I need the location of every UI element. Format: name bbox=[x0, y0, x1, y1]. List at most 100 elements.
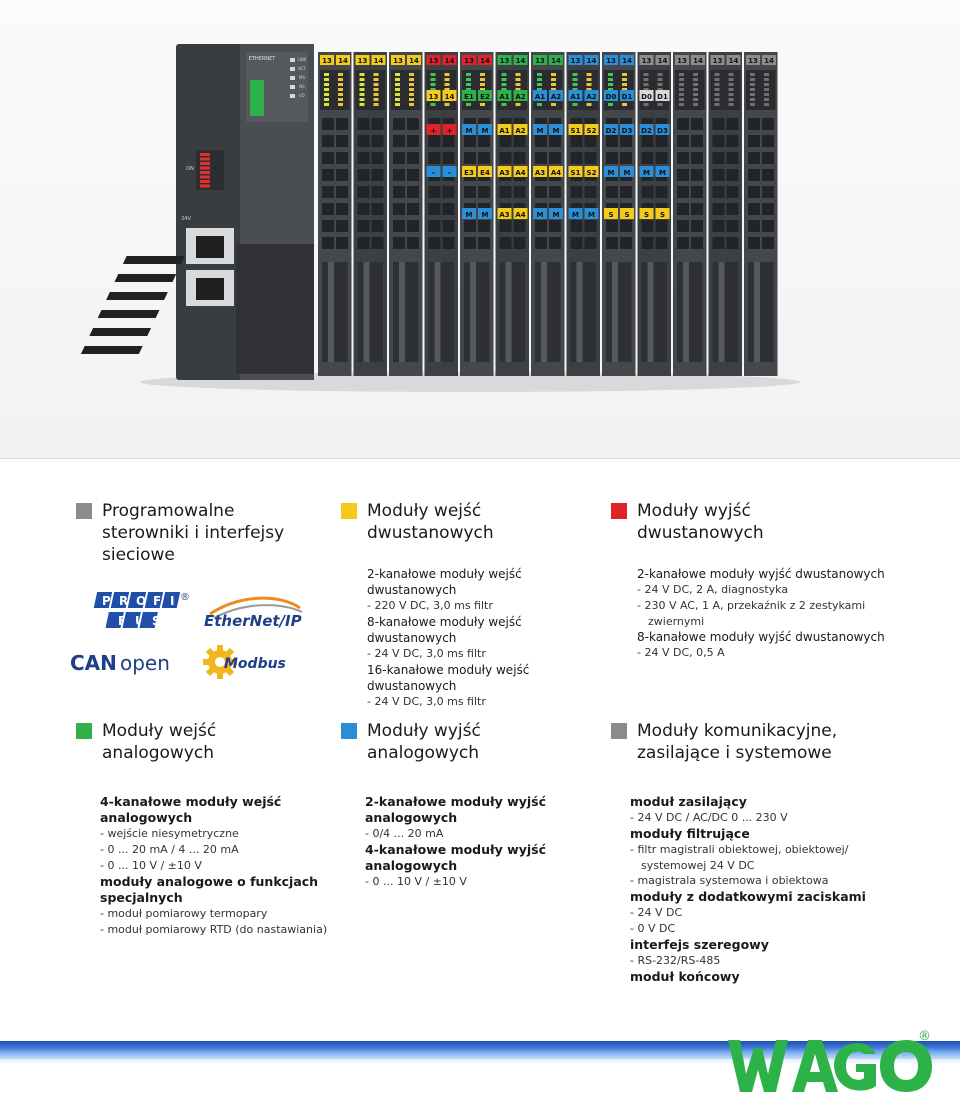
marker-tag bbox=[584, 55, 599, 65]
terminal-opening bbox=[677, 220, 689, 232]
marker-text: 14 bbox=[587, 57, 597, 65]
terminal-opening bbox=[570, 135, 583, 147]
channel-led bbox=[515, 103, 521, 106]
module-lower-body bbox=[499, 262, 525, 362]
terminal-opening bbox=[655, 186, 668, 198]
terminal-opening bbox=[407, 152, 419, 164]
marker-text: 14 bbox=[374, 57, 384, 65]
channel-led bbox=[409, 103, 414, 106]
terminal-opening bbox=[478, 237, 490, 249]
marker-text: 13 bbox=[500, 57, 510, 65]
marker-text: M bbox=[553, 127, 560, 135]
spec-line: - filtr magistrali obiektowej, obiektowe… bbox=[630, 843, 849, 856]
marker-text: M bbox=[537, 211, 544, 219]
marker-tag bbox=[407, 55, 421, 65]
terminal-opening bbox=[606, 186, 618, 198]
marker-tag bbox=[655, 55, 670, 65]
channel-led bbox=[501, 73, 507, 76]
channel-led bbox=[409, 98, 414, 101]
channel-led bbox=[714, 93, 720, 96]
profibus-letter-box bbox=[161, 592, 181, 608]
marker-text: 14 bbox=[445, 93, 455, 101]
marker-text: D2 bbox=[641, 127, 652, 135]
terminal-opening bbox=[442, 135, 455, 147]
marker-tag bbox=[462, 124, 476, 135]
dip-switch-housing bbox=[196, 150, 224, 190]
dip-switch bbox=[200, 166, 210, 170]
channel-led bbox=[338, 98, 343, 101]
channel-led bbox=[537, 78, 542, 81]
terminal-opening bbox=[620, 220, 632, 232]
terminal-opening bbox=[748, 135, 760, 147]
channel-led bbox=[750, 73, 755, 76]
subheading: 16-kanałowe moduły wejść dwustanowych bbox=[367, 663, 530, 693]
terminal-opening bbox=[748, 169, 760, 181]
terminal-opening bbox=[371, 169, 384, 181]
terminal-opening bbox=[712, 169, 725, 181]
terminal-opening bbox=[726, 152, 739, 164]
marker-tag bbox=[655, 208, 670, 219]
terminal-opening bbox=[535, 152, 547, 164]
marker-text: 13 bbox=[464, 57, 474, 65]
marker-text: 13 bbox=[713, 57, 723, 65]
channel-led bbox=[359, 93, 365, 96]
channel-led bbox=[551, 88, 556, 91]
terminal-opening bbox=[442, 237, 455, 249]
marker-text: 14 bbox=[480, 57, 490, 65]
terminal-opening bbox=[584, 135, 597, 147]
terminal-opening bbox=[322, 237, 334, 249]
category-square bbox=[76, 723, 92, 739]
terminal-opening bbox=[513, 237, 526, 249]
subheading: analogowych bbox=[365, 810, 458, 825]
marker-tag bbox=[426, 55, 441, 65]
marker-tag bbox=[462, 166, 476, 177]
channel-led bbox=[324, 93, 329, 96]
module-rib bbox=[612, 262, 618, 362]
marker-tag bbox=[478, 55, 492, 65]
marker-text: 13 bbox=[748, 57, 758, 65]
marker-tag bbox=[604, 55, 618, 65]
terminal-opening bbox=[336, 220, 348, 232]
marker-tag bbox=[584, 90, 599, 101]
terminal-opening bbox=[357, 118, 370, 130]
module-rib bbox=[399, 262, 405, 362]
marker-text: A1 bbox=[499, 127, 509, 135]
channel-led bbox=[693, 93, 698, 96]
subheading: moduły analogowe o funkcjach bbox=[100, 874, 319, 889]
subheading: 2-kanałowe moduły wyjść dwustanowych bbox=[637, 567, 885, 581]
terminal-opening bbox=[726, 118, 739, 130]
marker-tag bbox=[639, 124, 654, 135]
marker-tag bbox=[336, 55, 350, 65]
terminal-opening bbox=[499, 186, 512, 198]
channel-led bbox=[714, 103, 720, 106]
channel-led bbox=[324, 73, 329, 76]
channel-led bbox=[373, 93, 379, 96]
spec-line: - 230 V AC, 1 A, przekaźnik z 2 zestykam… bbox=[637, 599, 866, 612]
module-lower-body bbox=[641, 262, 667, 362]
terminal-opening bbox=[691, 118, 703, 130]
terminal-opening bbox=[726, 135, 739, 147]
marker-text: D3 bbox=[622, 127, 633, 135]
dip-switch bbox=[200, 162, 210, 165]
channel-led bbox=[643, 83, 649, 86]
terminal-opening bbox=[748, 237, 760, 249]
channel-led bbox=[515, 83, 521, 86]
channel-led bbox=[622, 88, 627, 91]
terminal-opening bbox=[442, 186, 455, 198]
channel-led bbox=[728, 88, 734, 91]
marker-tag bbox=[442, 124, 457, 135]
spec-line: - 0 ... 10 V / ±10 V bbox=[100, 859, 202, 872]
channel-led bbox=[643, 78, 649, 81]
channel-led bbox=[714, 83, 720, 86]
channel-led bbox=[501, 103, 507, 106]
marker-tag bbox=[462, 55, 476, 65]
channel-led bbox=[444, 83, 450, 86]
terminal-opening bbox=[371, 237, 384, 249]
marker-text: 13 bbox=[393, 57, 403, 65]
marker-tag bbox=[584, 208, 599, 219]
terminal-opening bbox=[748, 203, 760, 215]
marker-text: – bbox=[448, 169, 452, 177]
terminal-opening bbox=[691, 237, 703, 249]
section-title: Programowalne sterowniki i interfejsy si… bbox=[102, 501, 285, 565]
terminal-opening bbox=[393, 169, 405, 181]
